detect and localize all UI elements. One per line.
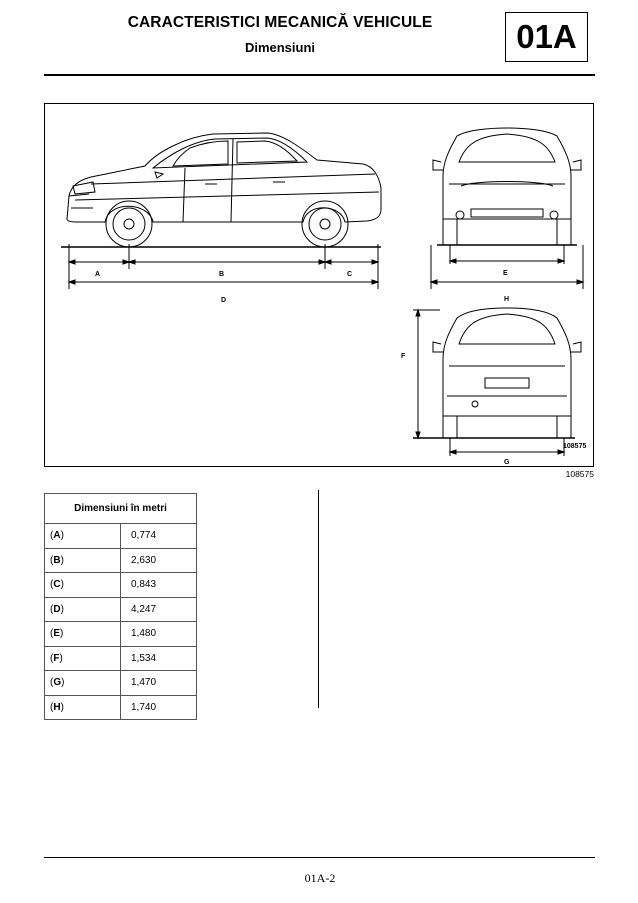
row-key: (F) (44, 645, 121, 671)
row-key: (E) (44, 621, 121, 647)
row-key-letter: H (53, 701, 61, 713)
car-front-view (432, 127, 582, 246)
vehicle-dimensions-drawing: A B C D E H F G 108575 (61, 127, 586, 466)
row-value: 2,630 (120, 547, 197, 573)
paren-open: ( (50, 530, 54, 542)
table-header-row: Dimensiuni în metri (44, 493, 197, 524)
table-row: (B) 2,630 (44, 547, 197, 573)
row-key-letter: C (53, 579, 61, 591)
page-number: 01A-2 (304, 871, 336, 885)
header-subtitle: Dimensiuni (244, 40, 316, 55)
dim-label-c: C (347, 271, 352, 278)
paren-close: ) (60, 628, 64, 640)
paren-close: ) (59, 652, 63, 664)
paren-close: ) (60, 530, 64, 542)
row-key: (G) (44, 670, 121, 696)
paren-close: ) (61, 677, 65, 689)
row-key-letter: E (53, 628, 61, 640)
row-key: (B) (44, 547, 121, 573)
paren-close: ) (60, 603, 64, 615)
table-row: (G) 1,470 (44, 670, 197, 696)
row-key: (D) (44, 596, 121, 622)
column-divider (318, 490, 319, 708)
table-row: (F) 1,534 (44, 645, 197, 671)
row-key-letter: B (53, 554, 61, 566)
table-row: (E) 1,480 (44, 621, 197, 647)
row-value: 1,534 (120, 645, 197, 671)
paren-open: ( (50, 554, 54, 566)
table-row: (C) 0,843 (44, 572, 197, 598)
row-key: (H) (44, 694, 121, 720)
paren-open: ( (50, 579, 54, 591)
row-value: 0,774 (120, 523, 197, 549)
table-header: Dimensiuni în metri (44, 493, 197, 524)
dim-label-b: B (219, 271, 224, 278)
header-title: CARACTERISTICI MECANICĂ VEHICULE (127, 14, 433, 31)
table-row: (D) 4,247 (44, 596, 197, 622)
dimensions-table: Dimensiuni în metri (A) 0,774 (B) 2,630 … (44, 493, 197, 720)
footer-rule (44, 857, 595, 858)
row-value: 1,740 (120, 694, 197, 720)
front-dimension-lines (429, 245, 585, 289)
dim-label-a: A (95, 271, 100, 278)
figure-ref-outer: 108575 (565, 469, 594, 479)
section-code-box: 01A (505, 12, 588, 62)
row-key: (A) (44, 523, 121, 549)
dim-label-f: F (401, 353, 406, 360)
paren-open: ( (50, 652, 54, 664)
paren-open: ( (50, 603, 54, 615)
paren-open: ( (50, 628, 54, 640)
car-rear-view (413, 307, 582, 439)
row-key-letter: G (53, 677, 62, 689)
paren-close: ) (60, 554, 64, 566)
car-side-view (61, 132, 382, 248)
paren-close: ) (60, 579, 64, 591)
dim-label-d: D (221, 297, 226, 304)
paren-open: ( (50, 701, 54, 713)
vehicle-dimensions-figure: A B C D E H F G 108575 (44, 103, 594, 467)
paren-open: ( (50, 677, 54, 689)
row-value: 1,470 (120, 670, 197, 696)
row-value: 0,843 (120, 572, 197, 598)
dim-label-e: E (503, 270, 508, 277)
figure-ref-inner: 108575 (563, 443, 586, 450)
row-key-letter: F (53, 652, 60, 664)
side-dimension-lines (67, 244, 380, 289)
rear-dimension-lines (413, 308, 566, 456)
dim-label-g: G (504, 459, 510, 466)
table-row: (H) 1,740 (44, 694, 197, 720)
row-value: 4,247 (120, 596, 197, 622)
row-key-letter: A (53, 530, 61, 542)
row-value: 1,480 (120, 621, 197, 647)
header-rule (44, 74, 595, 76)
row-key: (C) (44, 572, 121, 598)
row-key-letter: D (53, 603, 61, 615)
paren-close: ) (60, 701, 64, 713)
table-row: (A) 0,774 (44, 523, 197, 549)
dim-label-h: H (504, 296, 509, 303)
